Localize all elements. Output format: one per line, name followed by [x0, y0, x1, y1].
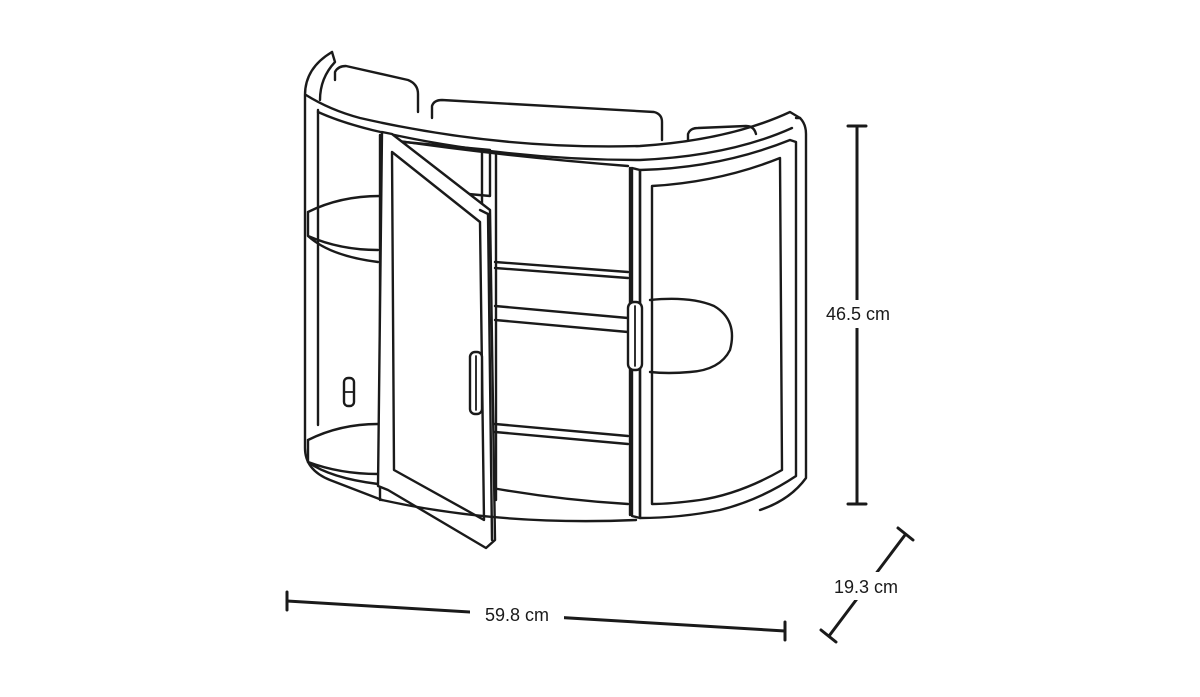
left-side-wall — [303, 50, 384, 502]
depth-dimension-cap-bottom — [819, 628, 838, 644]
door-handle-recess — [648, 297, 734, 375]
closed-door-outer — [638, 138, 798, 520]
interior-shelf-bottom — [493, 422, 630, 446]
left-lower-shelf — [306, 422, 380, 486]
height-label-backdrop — [812, 300, 904, 328]
width-label-backdrop — [470, 600, 564, 628]
height-dimension: 46.5 cm — [812, 124, 904, 506]
depth-label: 19.3 cm — [834, 577, 898, 597]
top-tab-right — [686, 124, 758, 142]
top-tab-center — [430, 98, 664, 142]
right-side-wall — [758, 116, 808, 512]
height-label: 46.5 cm — [826, 304, 890, 324]
left-upper-shelf — [306, 194, 382, 264]
open-door-edge — [478, 208, 494, 542]
top-rim-inner — [316, 110, 794, 162]
open-door-inner — [390, 150, 486, 522]
depth-dimension: 19.3 cm — [819, 526, 915, 644]
width-label: 59.8 cm — [485, 605, 549, 625]
interior-shelf-top — [493, 260, 630, 280]
width-dimension: 59.8 cm — [285, 590, 787, 642]
top-rim-outer — [304, 93, 802, 148]
closed-door-inner — [650, 156, 784, 506]
depth-dimension-cap-top — [896, 526, 915, 542]
depth-label-backdrop — [824, 572, 908, 600]
interior-shelf-middle — [493, 304, 630, 334]
bottom-rim — [380, 498, 638, 523]
open-door-outer — [376, 130, 497, 550]
interior-bottom — [490, 486, 630, 506]
cabinet-illustration — [303, 50, 808, 550]
left-side-wall-back — [318, 50, 337, 102]
top-tab-left — [333, 64, 420, 114]
closed-door-hinge-edge — [630, 166, 642, 520]
